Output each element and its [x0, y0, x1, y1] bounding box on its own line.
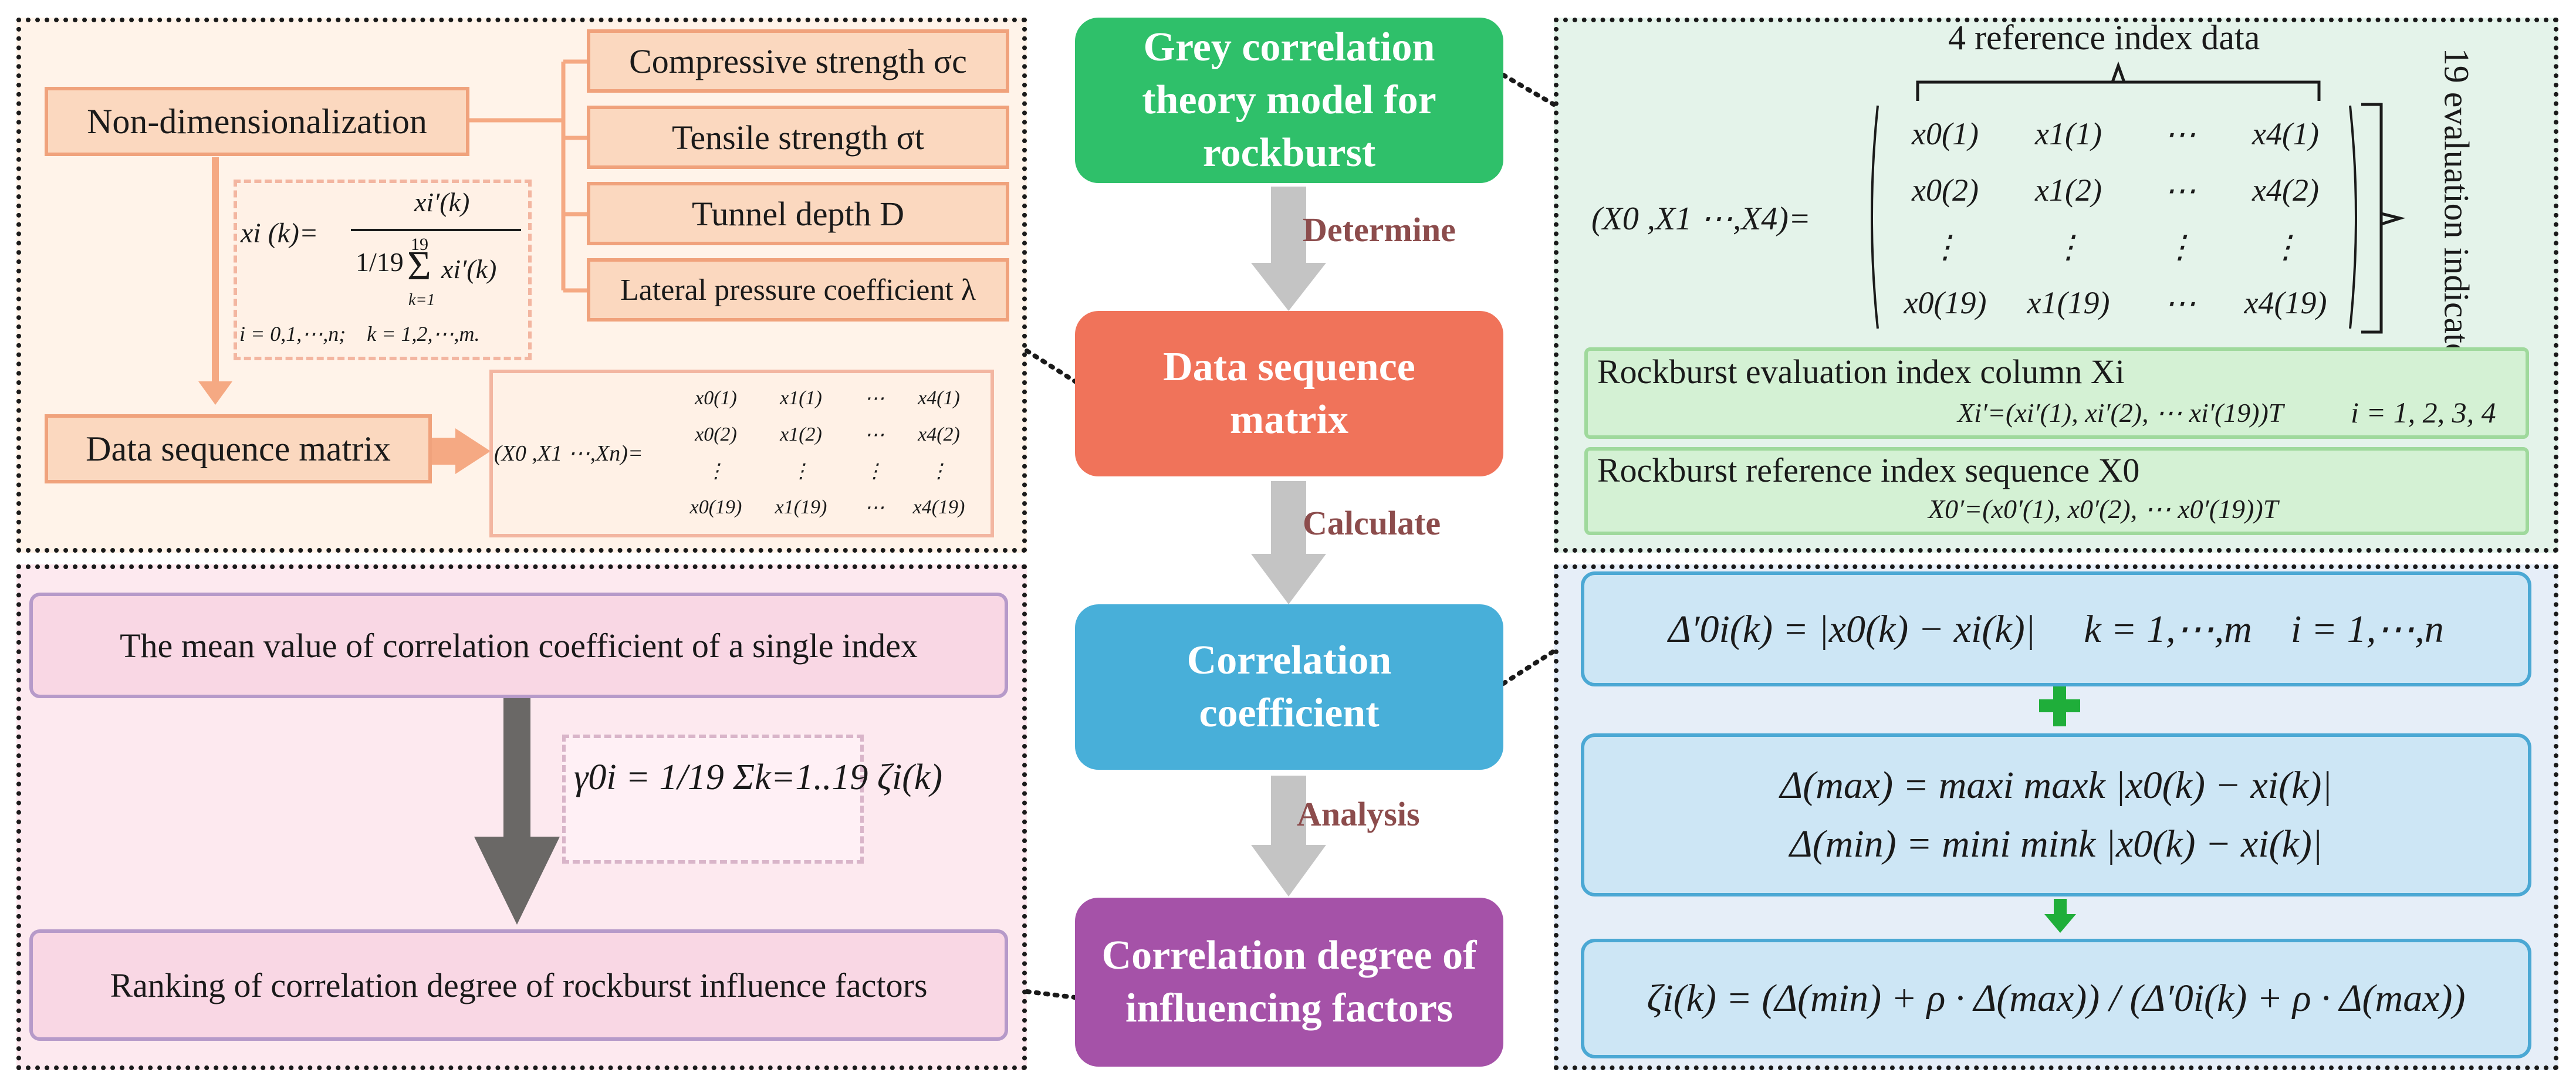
correlation-coefficient-box: Correlation coefficient	[1075, 604, 1503, 770]
matrix-cell: x1(2)	[2035, 172, 2102, 208]
matrix-cell: x0(19)	[689, 496, 742, 518]
matrix-row: x0(19) x1(19) ⋯ x4(19)	[675, 489, 974, 526]
matrix-cell: ⋮	[706, 461, 726, 482]
formula-sum-bottom: k=1	[408, 291, 435, 309]
ranking-box: Ranking of correlation degree of rockbur…	[29, 929, 1008, 1041]
formula-numerator: xi′(k)	[414, 187, 470, 217]
small-matrix-grid: x0(1) x1(1) ⋯ x4(1) x0(2) x1(2) ⋯ x4(2) ⋮ ⋮ ⋮ ⋮ x0(1…	[675, 380, 974, 527]
matrix-cell: x0(2)	[695, 424, 737, 445]
matrix-cell: x1(1)	[780, 387, 822, 409]
matrix-cell: ⋯	[864, 424, 884, 446]
matrix-cell: x1(2)	[780, 424, 822, 445]
evaluation-indicators-label: 19 evaluation indicators	[2437, 48, 2476, 387]
determine-label: Determine	[1303, 211, 1456, 249]
matrix-cell: ⋮	[1929, 229, 1961, 265]
formula-sum-top: 19	[411, 235, 428, 254]
data-sequence-matrix-label-box: Data sequence matrix	[45, 414, 432, 483]
gamma-formula-text: γ0i = 1/19 Σk=1..19 ζi(k)	[574, 757, 943, 797]
evaluation-index-title: Rockburst evaluation index column Xi	[1597, 353, 2125, 391]
matrix-row: x0(19) x1(19) ⋯ x4(19)	[1887, 275, 2344, 331]
tensile-strength-box: Tensile strength σt	[587, 106, 1009, 169]
matrix-cell: ⋮	[2270, 229, 2301, 265]
reference-matrix-grid: x0(1) x1(1) ⋯ x4(1) x0(2) x1(2) ⋯ x4(2) ⋮ ⋮ ⋮ ⋮ x0(1…	[1887, 106, 2344, 334]
non-dimensionalization-box: Non-dimensionalization	[45, 87, 469, 156]
matrix-row: ⋮ ⋮ ⋮ ⋮	[1887, 218, 2344, 275]
matrix-cell: x0(1)	[695, 387, 737, 409]
normalization-formula-box	[234, 180, 532, 360]
matrix-cell: ⋮	[791, 461, 811, 482]
zeta-formula: ζi(k) = (Δ(min) + ρ · Δ(max)) / (Δ′0i(k)…	[1647, 977, 2466, 1020]
reference-matrix-lhs: (X0 ,X1 ⋯,X4)=	[1591, 201, 1811, 237]
min-formula: Δ(min) = mini mink |x0(k) − xi(k)|	[1789, 823, 2323, 865]
matrix-cell: x1(1)	[2035, 116, 2102, 151]
matrix-cell: x0(1)	[1912, 116, 1979, 151]
matrix-cell: x4(19)	[912, 496, 965, 518]
matrix-cell: x4(1)	[2252, 116, 2319, 151]
analysis-label: Analysis	[1297, 795, 1420, 833]
delta-formula: Δ′0i(k) = |x0(k) − xi(k)| k = 1,⋯,m i = …	[1668, 608, 2444, 651]
matrix-cell: ⋯	[2164, 172, 2196, 208]
reference-index-sequence-box: Rockburst reference index sequence X0 X0…	[1584, 447, 2529, 535]
matrix-cell: ⋮	[864, 461, 884, 482]
gamma-formula: γ0i = 1/19 Σk=1..19 ζi(k)	[574, 757, 942, 799]
max-min-formula-box: Δ(max) = maxi maxk |x0(k) − xi(k)| Δ(min…	[1581, 733, 2531, 896]
correlation-degree-box: Correlation degree of influencing factor…	[1075, 898, 1503, 1067]
calculate-label: Calculate	[1303, 504, 1441, 542]
gamma-formula-box	[562, 735, 864, 864]
matrix-cell: x1(19)	[775, 496, 827, 518]
matrix-cell: ⋯	[864, 388, 884, 410]
matrix-cell: ⋯	[864, 497, 884, 519]
reference-index-label: 4 reference index data	[1948, 18, 2260, 57]
matrix-row: x0(1) x1(1) ⋯ x4(1)	[1887, 106, 2344, 162]
matrix-cell: x1(19)	[2027, 285, 2110, 320]
matrix-row: ⋮ ⋮ ⋮ ⋮	[675, 453, 974, 489]
matrix-cell: ⋯	[2164, 285, 2196, 321]
zeta-formula-box: ζi(k) = (Δ(min) + ρ · Δ(max)) / (Δ′0i(k)…	[1581, 939, 2531, 1058]
evaluation-index-range: i = 1, 2, 3, 4	[2351, 396, 2496, 429]
evaluation-index-formula: Xi′=(xi′(1), xi′(2), ⋯ xi′(19))T	[1958, 398, 2284, 428]
formula-sum-sign: Σ	[407, 243, 431, 289]
matrix-cell: ⋮	[2164, 229, 2196, 265]
compressive-strength-box: Compressive strength σc	[587, 29, 1009, 93]
matrix-cell: x0(2)	[1912, 172, 1979, 208]
delta-formula-box: Δ′0i(k) = |x0(k) − xi(k)| k = 1,⋯,m i = …	[1581, 571, 2531, 686]
small-matrix-box	[489, 370, 994, 537]
formula-denominator-fraction: 1/19	[356, 247, 404, 277]
matrix-cell: x4(1)	[918, 387, 960, 409]
matrix-cell: ⋮	[2053, 229, 2084, 265]
evaluation-index-column-box: Rockburst evaluation index column Xi Xi′…	[1584, 347, 2529, 439]
data-sequence-matrix-box: Data sequence matrix	[1075, 311, 1503, 476]
matrix-cell: ⋮	[929, 461, 949, 482]
tunnel-depth-box: Tunnel depth D	[587, 182, 1009, 245]
matrix-row: x0(2) x1(2) ⋯ x4(2)	[1887, 162, 2344, 218]
matrix-row: x0(2) x1(2) ⋯ x4(2)	[675, 417, 974, 453]
formula-denominator-term: xi′(k)	[441, 254, 497, 284]
formula-fraction-bar	[351, 229, 521, 231]
matrix-row: x0(1) x1(1) ⋯ x4(1)	[675, 380, 974, 417]
matrix-cell: x4(19)	[2244, 285, 2327, 320]
grey-correlation-model-box: Grey correlation theory model for rockbu…	[1075, 18, 1503, 183]
matrix-cell: x0(19)	[1904, 285, 1987, 320]
matrix-cell: ⋯	[2164, 116, 2196, 152]
reference-index-formula: X0′=(x0′(1), x0′(2), ⋯ x0′(19))T	[1928, 494, 2278, 524]
matrix-cell: x4(2)	[918, 424, 960, 445]
lateral-pressure-box: Lateral pressure coefficient λ	[587, 258, 1009, 322]
mean-value-box: The mean value of correlation coefficien…	[29, 593, 1008, 698]
max-formula: Δ(max) = maxi maxk |x0(k) − xi(k)|	[1780, 764, 2332, 807]
matrix-cell: x4(2)	[2252, 172, 2319, 208]
reference-index-title: Rockburst reference index sequence X0	[1597, 451, 2140, 489]
small-matrix-lhs: (X0 ,X1 ⋯,Xn)=	[494, 441, 643, 466]
formula-lhs: xi (k)=	[241, 218, 319, 249]
formula-range: i = 0,1,⋯,n; k = 1,2,⋯,m.	[239, 322, 480, 346]
